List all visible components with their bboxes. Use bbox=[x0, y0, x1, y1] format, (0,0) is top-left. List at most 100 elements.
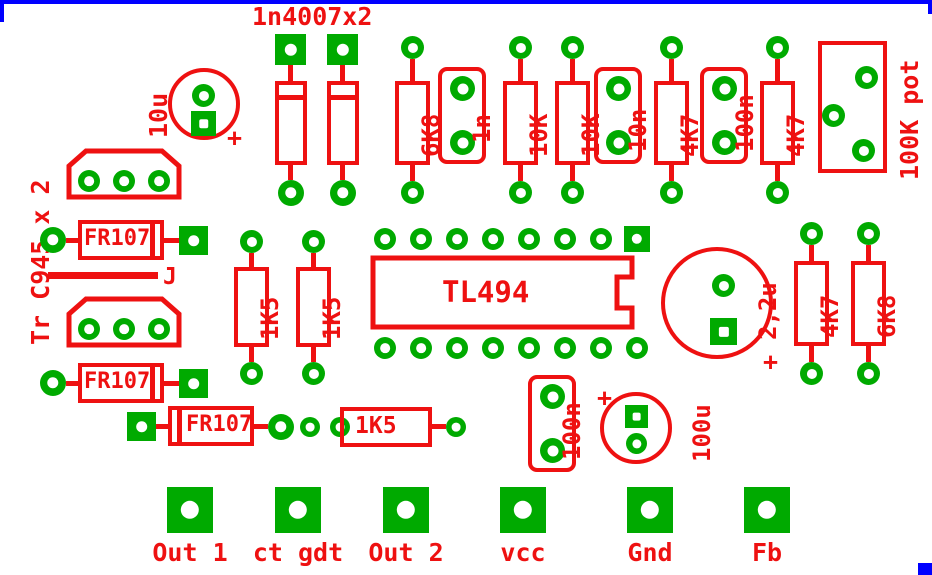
cap-100u-pad-neg[interactable] bbox=[626, 433, 647, 454]
transistor-1-pad-e[interactable] bbox=[78, 170, 100, 192]
ic-pin-7[interactable] bbox=[590, 337, 612, 359]
ic-pin-11[interactable] bbox=[554, 228, 576, 250]
r-1k5-b-pad-top[interactable] bbox=[302, 230, 325, 253]
cap-2u2-label: 2,2u bbox=[754, 282, 782, 340]
conn-pad-4[interactable] bbox=[627, 487, 673, 533]
r-1k5-a-pad-bottom[interactable] bbox=[240, 362, 263, 385]
transistor-2-pad-b[interactable] bbox=[113, 318, 135, 340]
conn-label-0: Out 1 bbox=[152, 538, 228, 567]
r-10k-a-pad-top[interactable] bbox=[509, 36, 532, 59]
cap-100u-pad-pos[interactable] bbox=[625, 405, 648, 428]
note-1n4007x2: 1n4007x2 bbox=[252, 2, 373, 31]
diode2-pad-bottom[interactable] bbox=[330, 180, 356, 206]
diode1-pad-top[interactable] bbox=[275, 34, 306, 65]
ic-pin-12[interactable] bbox=[518, 228, 540, 250]
r-6k8-top-body bbox=[395, 81, 430, 165]
r-10k-a-pad-bottom[interactable] bbox=[509, 181, 532, 204]
transistor-1-pad-b[interactable] bbox=[113, 170, 135, 192]
cap-2u2-pad-pos[interactable] bbox=[710, 318, 737, 345]
jumper-wire bbox=[48, 272, 158, 279]
r-6k8-top-pad-bottom[interactable] bbox=[401, 181, 424, 204]
cap-10n-pad-bottom[interactable] bbox=[606, 130, 631, 155]
ic-pin-13[interactable] bbox=[482, 228, 504, 250]
diode2-pad-top[interactable] bbox=[327, 34, 358, 65]
cap-10u-pad-pos[interactable] bbox=[191, 111, 216, 136]
cap-100n-bottom-pad-bottom[interactable] bbox=[540, 438, 565, 463]
cap-100n-top-pad-bottom[interactable] bbox=[712, 130, 737, 155]
r-10k-a-lead-bottom bbox=[518, 165, 523, 181]
r-6k8-right-pad-top[interactable] bbox=[857, 222, 880, 245]
fr107-3-lead-left bbox=[156, 424, 170, 429]
r-6k8-top-lead-bottom bbox=[410, 165, 415, 181]
fr107-1-lead-left bbox=[66, 238, 81, 243]
ic-pin-14[interactable] bbox=[446, 228, 468, 250]
r-1k5-a-pad-top[interactable] bbox=[240, 230, 263, 253]
cap-10u-pad-neg[interactable] bbox=[192, 84, 215, 107]
ic-pin-15[interactable] bbox=[410, 228, 432, 250]
fr107-3-pad-right[interactable] bbox=[268, 414, 294, 440]
r-10k-b-pad-top[interactable] bbox=[561, 36, 584, 59]
fr107-2-pad-left[interactable] bbox=[40, 370, 66, 396]
cap-100n-bottom-body bbox=[528, 375, 576, 472]
r-4k7-right-pad-bottom[interactable] bbox=[800, 362, 823, 385]
r-4k7-b-pad-top[interactable] bbox=[766, 36, 789, 59]
conn-pad-3[interactable] bbox=[500, 487, 546, 533]
diode1-pad-bottom[interactable] bbox=[278, 180, 304, 206]
conn-pad-0[interactable] bbox=[167, 487, 213, 533]
r-1k5-b-pad-bottom[interactable] bbox=[302, 362, 325, 385]
ic-pin-8[interactable] bbox=[626, 337, 648, 359]
r-6k8-right-pad-bottom[interactable] bbox=[857, 362, 880, 385]
r-10k-a-lead-top bbox=[518, 59, 523, 81]
r-4k7-b-lead-top bbox=[775, 59, 780, 81]
fr107-3-body bbox=[168, 406, 254, 446]
ic-tl494-outline bbox=[370, 255, 635, 330]
fr107-1-pad-right[interactable] bbox=[179, 226, 208, 255]
fr107-1-body bbox=[78, 220, 164, 260]
via-pad-a[interactable] bbox=[300, 417, 320, 437]
conn-pad-5[interactable] bbox=[744, 487, 790, 533]
r-6k8-top-pad-top[interactable] bbox=[401, 36, 424, 59]
r-10k-b-body bbox=[555, 81, 590, 165]
fr107-1-lead-right bbox=[164, 238, 179, 243]
pot-pad-2[interactable] bbox=[822, 104, 845, 127]
cap-100n-top-pad-top[interactable] bbox=[712, 76, 737, 101]
jumper-label: J bbox=[163, 264, 177, 290]
ic-pin-9[interactable] bbox=[624, 226, 650, 252]
r-4k7-right-pad-top[interactable] bbox=[800, 222, 823, 245]
r-4k7-b-pad-bottom[interactable] bbox=[766, 181, 789, 204]
pot-pad-3[interactable] bbox=[852, 139, 875, 162]
transistor-1-pad-c[interactable] bbox=[148, 170, 170, 192]
ic-pin-10[interactable] bbox=[590, 228, 612, 250]
r-4k7-a-pad-bottom[interactable] bbox=[660, 181, 683, 204]
ic-pin-4[interactable] bbox=[482, 337, 504, 359]
diode2-lead-top bbox=[340, 65, 345, 81]
r-10k-b-pad-bottom[interactable] bbox=[561, 181, 584, 204]
r-1k5-c-pad-right[interactable] bbox=[446, 417, 466, 437]
ic-tl494-label: TL494 bbox=[442, 275, 530, 309]
ic-pin-16[interactable] bbox=[374, 228, 396, 250]
fr107-3-pad-left[interactable] bbox=[127, 412, 156, 441]
fr107-2-pad-right[interactable] bbox=[179, 369, 208, 398]
transistor-2-pad-e[interactable] bbox=[78, 318, 100, 340]
ic-pin-1[interactable] bbox=[374, 337, 396, 359]
ic-pin-5[interactable] bbox=[518, 337, 540, 359]
r-4k7-a-pad-top[interactable] bbox=[660, 36, 683, 59]
conn-pad-2[interactable] bbox=[383, 487, 429, 533]
fr107-1-pad-left[interactable] bbox=[40, 227, 66, 253]
cap-10n-pad-top[interactable] bbox=[606, 76, 631, 101]
transistor-1-shape bbox=[66, 148, 182, 200]
r-4k7-right-lead-bottom bbox=[809, 346, 814, 362]
ic-pin-3[interactable] bbox=[446, 337, 468, 359]
r-6k8-right-lead-bottom bbox=[866, 346, 871, 362]
conn-pad-1[interactable] bbox=[275, 487, 321, 533]
ic-tl494 bbox=[370, 255, 645, 330]
cap-2u2-pad-neg[interactable] bbox=[712, 274, 735, 297]
cap-100n-top-body bbox=[700, 67, 748, 164]
ic-pin-2[interactable] bbox=[410, 337, 432, 359]
ic-pin-6[interactable] bbox=[554, 337, 576, 359]
pot-pad-1[interactable] bbox=[855, 66, 878, 89]
cap-100n-bottom-pad-top[interactable] bbox=[540, 384, 565, 409]
cap-1n-pad-bottom[interactable] bbox=[450, 130, 475, 155]
transistor-2-pad-c[interactable] bbox=[148, 318, 170, 340]
cap-1n-pad-top[interactable] bbox=[450, 76, 475, 101]
